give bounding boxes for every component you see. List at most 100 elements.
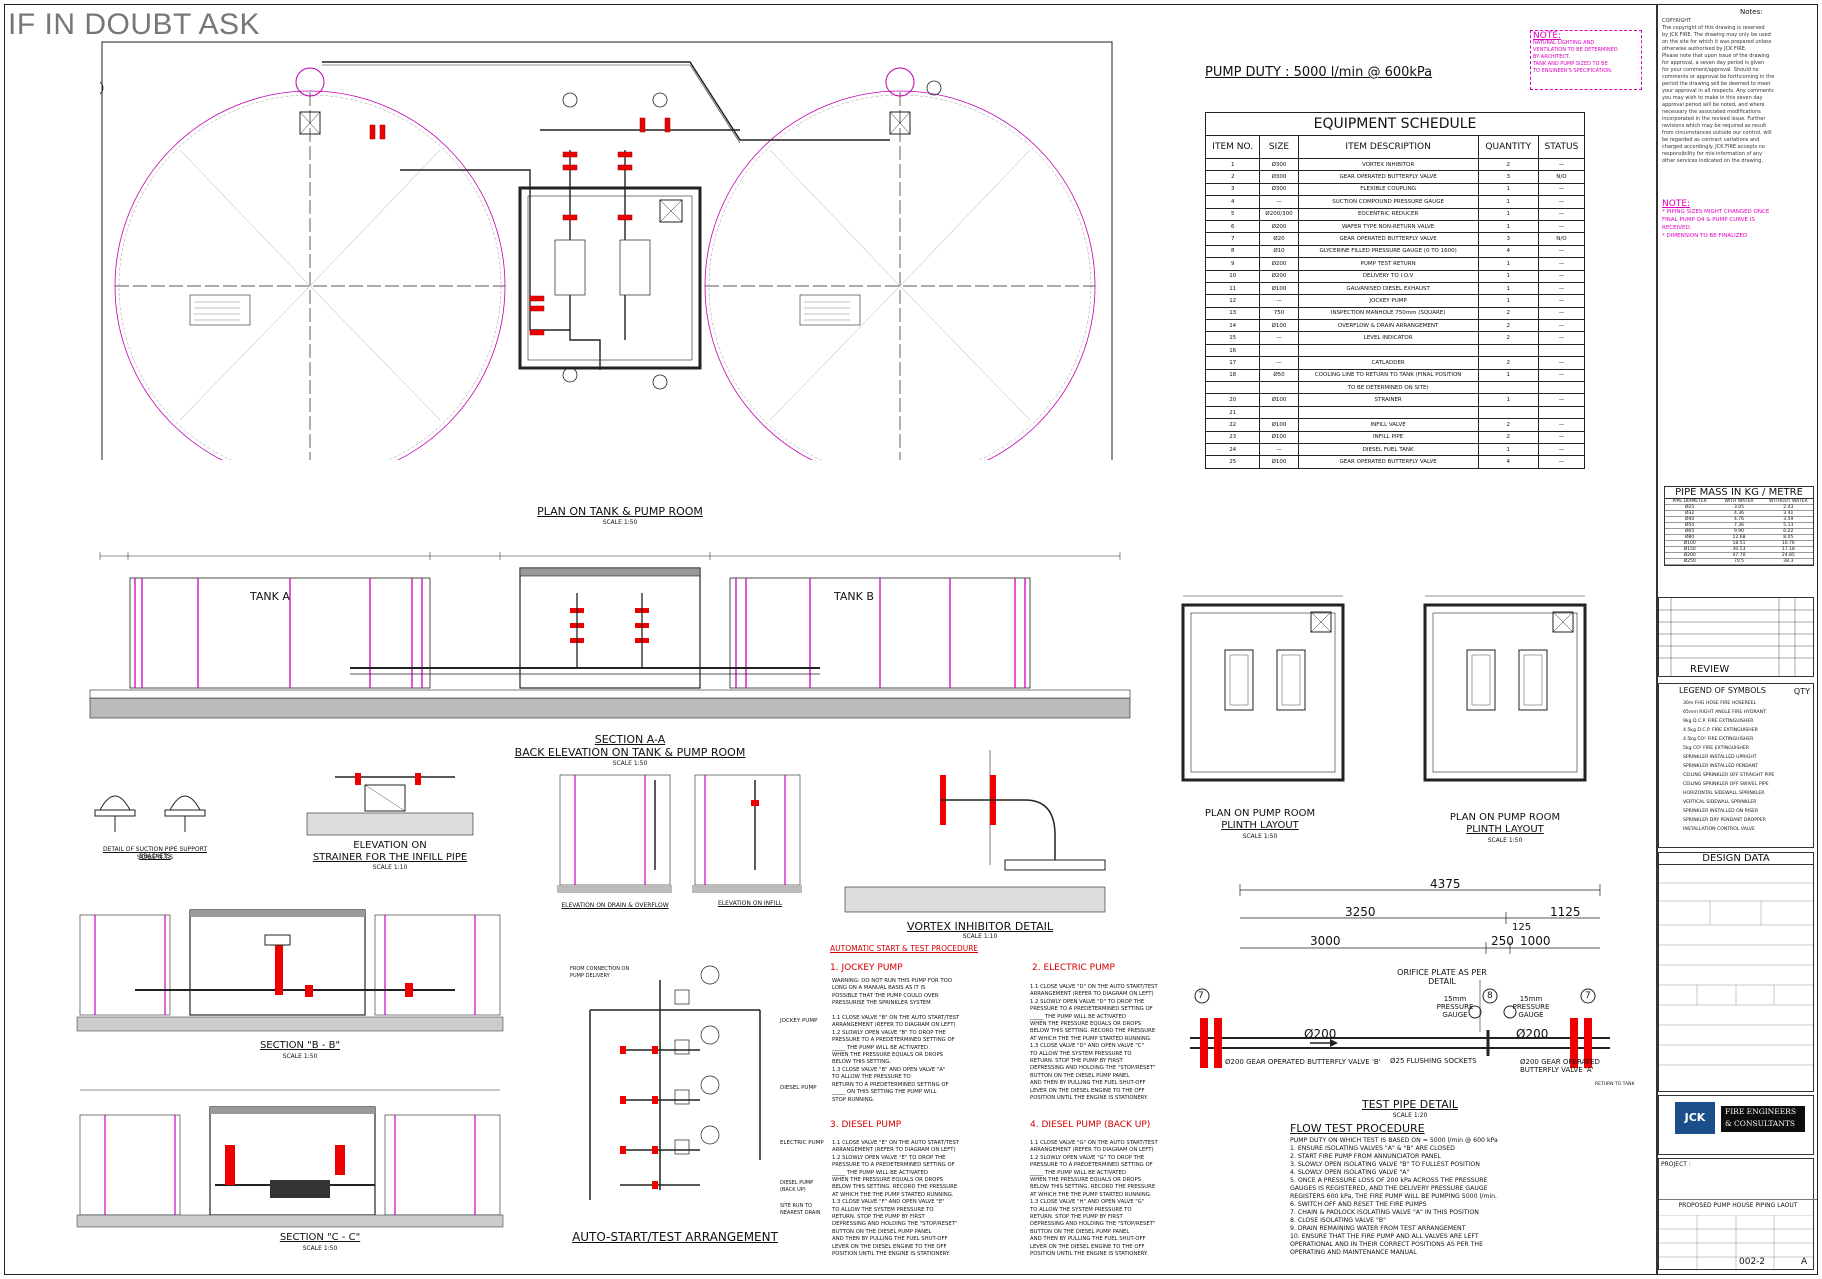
schedule-cell: Ø20 xyxy=(1259,232,1299,246)
pipe-mass-cell: Ø250 xyxy=(1683,559,1696,564)
pipe-mass-cell: 4.76 xyxy=(1733,517,1744,522)
legend-item: CEILING SPRINKLER OFF STRAIGHT PIPE xyxy=(1683,773,1775,778)
strainer-drawing xyxy=(306,773,474,836)
note-mid-line: * DIMENSION TO BE FINALIZED xyxy=(1662,233,1748,239)
pipe-mass-cell: 3.05 xyxy=(1733,505,1744,510)
section-cc-drawing xyxy=(76,1089,504,1228)
schedule-cell: 4 xyxy=(1477,244,1539,259)
procedure-line: PRESSURE TO A PREDETERMINED SETTING OF xyxy=(832,1162,955,1169)
procedure-line: BUTTON ON THE DIESEL PUMP PANEL xyxy=(1030,1072,1130,1079)
schedule-cell: — xyxy=(1537,418,1586,432)
schedule-cell: 1 xyxy=(1477,269,1539,283)
schedule-cell: — xyxy=(1537,207,1586,221)
procedure-line: LEVER ON THE DIESEL ENGINE TO THE OFF xyxy=(1030,1087,1145,1094)
flow-test-line: 8. CLOSE ISOLATING VALVE "B" xyxy=(1290,1217,1386,1224)
schedule-cell: 2 xyxy=(1477,356,1539,370)
legend-item: HORIZONTAL SIDEWALL SPRINKLER xyxy=(1683,791,1765,796)
procedure-line: AND THEN BY PULLING THE FUEL SHUT-OFF xyxy=(1030,1236,1146,1243)
pipe-mass-cell: 3.41 xyxy=(1783,511,1794,516)
copyright-line: on the site for which it was prepared un… xyxy=(1662,39,1772,45)
procedure-line: 1.3 CLOSE VALVE "D" AND OPEN VALVE "C" xyxy=(1030,1043,1144,1050)
test-pipe-scale: SCALE 1:20 xyxy=(1392,1112,1428,1119)
pipe-mass-cell: 3.59 xyxy=(1783,517,1794,522)
schedule-cell: 1 xyxy=(1477,281,1539,296)
drawing-info: PROJECT : PROPOSED PUMP HOUSE PIPING LAO… xyxy=(1658,1158,1817,1271)
schedule-cell: 2 xyxy=(1477,319,1539,333)
procedure-line: POSSIBLE THAT THE PUMP COULD OVER xyxy=(832,992,939,999)
pipe-mass-cell: Ø80 xyxy=(1685,535,1695,540)
banner-text: IF IN DOUBT ASK xyxy=(8,8,260,41)
pipe-mass-cell: 4.36 xyxy=(1733,511,1744,516)
procedure-line: TO ALLOW THE SYSTEM PRESSURE TO xyxy=(1030,1206,1132,1213)
pipe-mass-cell: 5.13 xyxy=(1783,523,1794,528)
tank-a-label: TANK A xyxy=(250,590,290,603)
schedule-cell: 2 xyxy=(1477,430,1539,445)
schedule-cell: Ø50 xyxy=(1259,368,1299,383)
vortex-title: VORTEX INHIBITOR DETAIL xyxy=(906,920,1053,933)
schedule-cell xyxy=(1297,405,1479,420)
infill-elevation-title: ELEVATION ON INFILL xyxy=(717,900,783,907)
schedule-header: STATUS xyxy=(1537,135,1586,159)
flushing-label: Ø25 FLUSHING SOCKETS xyxy=(1390,1057,1477,1065)
plinth-title-2b: PLINTH LAYOUT xyxy=(1466,824,1544,835)
schedule-cell: 4 xyxy=(1204,195,1261,209)
legend-item: 65mm RIGHT ANGLE FIRE HYDRANT xyxy=(1683,710,1766,715)
schedule-cell: DIESEL FUEL TANK xyxy=(1297,442,1479,457)
procedure-line: _____ THE PUMP WILL BE ACTIVATED xyxy=(832,1169,928,1176)
schedule-cell: 24 xyxy=(1204,442,1261,457)
pipe-left-label: Ø200 xyxy=(1304,1027,1337,1041)
procedure-diesel-backup-body: 1.1 CLOSE VALVE "G" ON THE AUTO START/TE… xyxy=(1030,1140,1158,1259)
procedure-line: AT WHICH THE THE PUMP STARTED RUNNING. xyxy=(1030,1191,1152,1198)
pipe-mass-cell: Ø200 xyxy=(1683,553,1696,558)
copyright-line: period the drawing will be deemed to mee… xyxy=(1662,81,1771,87)
schedule-cell: — xyxy=(1259,442,1299,457)
pipe-mass-title: PIPE MASS IN KG / METRE xyxy=(1665,487,1813,499)
project-label: PROJECT : xyxy=(1661,1161,1691,1168)
schedule-cell: 17 xyxy=(1204,356,1261,370)
copyright-line: incorporated in the revised issue. Furth… xyxy=(1662,116,1766,122)
procedure-line: DEPRESSING AND HOLDING THE "STOP/RESET" xyxy=(1030,1221,1156,1228)
schedule-cell: Ø300 xyxy=(1259,170,1299,184)
schedule-cell: 1 xyxy=(1477,442,1539,457)
pipe-mass-cell: 47.70 xyxy=(1732,553,1746,558)
pipe-mass-cell: 18.51 xyxy=(1732,541,1746,546)
schedule-cell: — xyxy=(1537,393,1586,407)
note-mid-line: RECEIVED. xyxy=(1662,225,1692,231)
note-top-line: BY ARCHITECT. xyxy=(1533,54,1570,60)
procedure-line: AT WHICH THE THE PUMP STARTED RUNNING. xyxy=(1030,1035,1152,1042)
legend-item: 5kg CO² FIRE EXTINGUISHER xyxy=(1683,746,1749,751)
flow-test-line: OPERATIONAL AND IN THEIR CORRECT POSITIO… xyxy=(1290,1241,1483,1248)
schedule-cell: GALVANISED DIESEL EXHAUST xyxy=(1297,281,1479,296)
tag-7-left: 7 xyxy=(1198,991,1204,1001)
schedule-cell: Ø100 xyxy=(1259,430,1299,445)
pipe-mass-cell: 8.05 xyxy=(1783,535,1794,540)
procedure-line: BELOW THIS SETTING. RECORD THE PRESSURE xyxy=(1030,1028,1156,1035)
schedule-cell: INFILL PIPE xyxy=(1297,430,1479,445)
schedule-cell: Ø300 xyxy=(1259,157,1299,172)
procedure-line: 1.1 CLOSE VALVE "E" ON THE AUTO START/TE… xyxy=(832,1140,959,1146)
procedure-line: RETURN. STOP THE PUMP BY FIRST xyxy=(1030,1058,1123,1065)
auto-diesel-label: DIESEL PUMP xyxy=(780,1085,817,1091)
pipe-mass-cell: Ø150 xyxy=(1683,547,1696,552)
note-mid-line: FINAL PUMP Q4 & PUMP CURVE IS xyxy=(1662,217,1755,223)
schedule-cell: — xyxy=(1537,442,1586,457)
note-top-line: TO ENGINEER'S SPECIFICATION. xyxy=(1533,68,1613,74)
dim-c: 125 xyxy=(1512,922,1532,933)
legend-item: 30m FHG HOSE FIRE HOSEREEL xyxy=(1683,701,1757,706)
schedule-cell: INSPECTION MANHOLE 750mm (SQUARE) xyxy=(1297,306,1479,321)
copyright-line: responsibility for mis-information of an… xyxy=(1662,151,1763,157)
back-elevation-title: BACK ELEVATION ON TANK & PUMP ROOM xyxy=(514,746,746,759)
legend-item: CEILING SPRINKLER OFF SWIVEL PIPE xyxy=(1683,782,1769,787)
flow-test-body: PUMP DUTY ON WHICH TEST IS BASED ON = 50… xyxy=(1290,1137,1498,1257)
dim-f: 1000 xyxy=(1520,934,1551,948)
schedule-cell: — xyxy=(1537,368,1586,383)
